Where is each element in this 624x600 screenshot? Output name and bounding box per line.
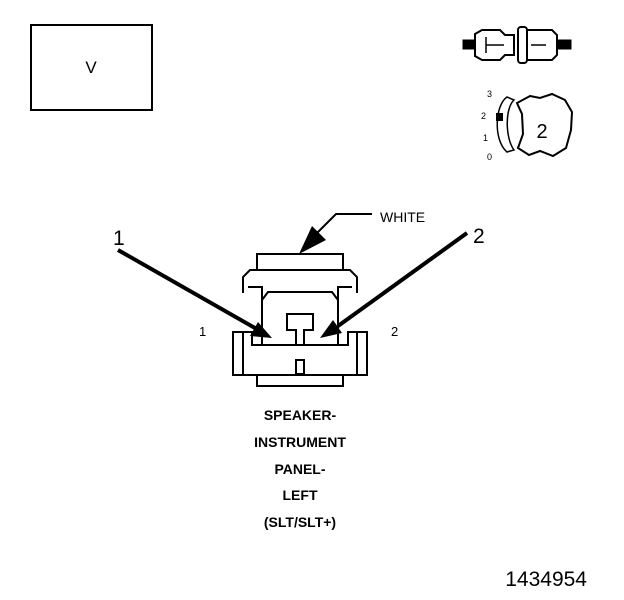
key-number: 2 [536, 121, 547, 143]
connector-base [232, 331, 368, 376]
callout-number-right: 2 [473, 225, 485, 248]
connector-name: SPEAKER- INSTRUMENT PANEL- LEFT (SLT/SLT… [254, 407, 346, 530]
connector-mating-icon [462, 26, 572, 64]
callout-arrow-right-shaft [336, 231, 469, 328]
connector-face [232, 253, 368, 387]
cavity-label-right: 2 [391, 324, 398, 339]
callout-number-left: 1 [113, 227, 125, 250]
connector-name-line: LEFT [283, 487, 318, 503]
color-callout-arrowhead [299, 226, 326, 254]
connector-name-line: PANEL- [274, 461, 325, 477]
key-housing-arc [496, 96, 516, 153]
callout-arrow-right-head [320, 320, 342, 338]
key-position-label: 3 [487, 89, 492, 99]
connector-shoulder [242, 269, 358, 293]
view-label-box: V [30, 24, 153, 111]
left-wire-stub [462, 39, 476, 50]
key-position-label: 0 [487, 152, 492, 162]
key-position-marker [496, 113, 503, 121]
callout-arrow-left-shaft [117, 248, 256, 330]
key-insert [515, 92, 574, 158]
connector-top-latch [256, 253, 344, 271]
connector-left-inner-wall [248, 286, 263, 345]
color-callout: WHITE [299, 209, 425, 254]
right-wire-stub [556, 39, 572, 50]
connector-center-post [286, 313, 314, 346]
view-label: V [85, 58, 97, 77]
cavity-label-left: 1 [199, 324, 206, 339]
callout-arrow-left [117, 248, 272, 338]
callout-arrow-left-head [250, 322, 272, 338]
color-callout-label: WHITE [380, 209, 425, 225]
view-label-frame [30, 24, 153, 111]
connector-name-line: INSTRUMENT [254, 434, 346, 450]
connector-polarization-key [295, 359, 305, 375]
female-connector-flange [517, 26, 528, 64]
connector-right-inner-wall [337, 286, 352, 345]
connector-bottom-lip [256, 374, 344, 387]
connector-name-line: SPEAKER- [264, 407, 337, 423]
figure-number: 1434954 [505, 568, 587, 591]
connector-name-line: (SLT/SLT+) [264, 514, 336, 530]
callout-arrow-right [320, 231, 469, 338]
key-position-diagram: 3 2 1 0 2 [481, 89, 574, 162]
key-position-label: 2 [481, 111, 486, 121]
color-callout-leader [313, 213, 372, 237]
connector-inner-top [261, 291, 339, 301]
key-position-label: 1 [483, 133, 488, 143]
